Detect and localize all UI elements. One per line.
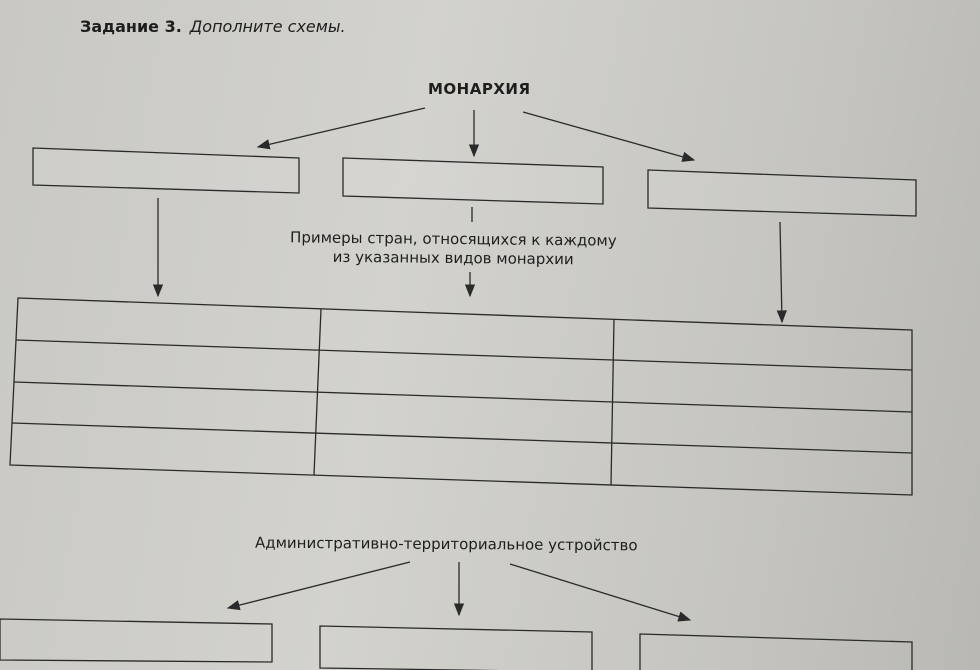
adm-box-3[interactable] bbox=[639, 633, 913, 670]
arrow-to-adm-3 bbox=[509, 563, 692, 622]
task-number: Задание 3. bbox=[80, 17, 182, 36]
arrow-to-adm-1 bbox=[226, 561, 411, 611]
table-row-line bbox=[11, 422, 913, 454]
examples-table[interactable] bbox=[9, 297, 913, 496]
arrow-to-type-3 bbox=[522, 111, 696, 162]
examples-caption-line2: из указанных видов монархии bbox=[332, 247, 574, 269]
type-box-2[interactable] bbox=[342, 157, 604, 205]
task-instruction: Дополните схемы. bbox=[189, 17, 346, 36]
monarchy-root: МОНАРХИЯ bbox=[428, 80, 531, 98]
table-row-line bbox=[13, 381, 913, 413]
adm-root: Административно-территориальное устройст… bbox=[254, 533, 638, 555]
task-heading: Задание 3. Дополните схемы. bbox=[80, 17, 346, 36]
table-col-line bbox=[313, 308, 322, 476]
table-col-line bbox=[610, 318, 615, 486]
examples-caption: Примеры стран, относящихся к каждому из … bbox=[290, 228, 617, 269]
arrow-to-column-3 bbox=[776, 221, 787, 324]
adm-box-1[interactable] bbox=[0, 618, 273, 663]
table-row-line bbox=[15, 339, 913, 371]
type-box-1[interactable] bbox=[32, 147, 300, 194]
adm-box-2[interactable] bbox=[319, 625, 593, 670]
type-box-3[interactable] bbox=[647, 169, 917, 217]
arrow-to-type-1 bbox=[256, 107, 426, 150]
